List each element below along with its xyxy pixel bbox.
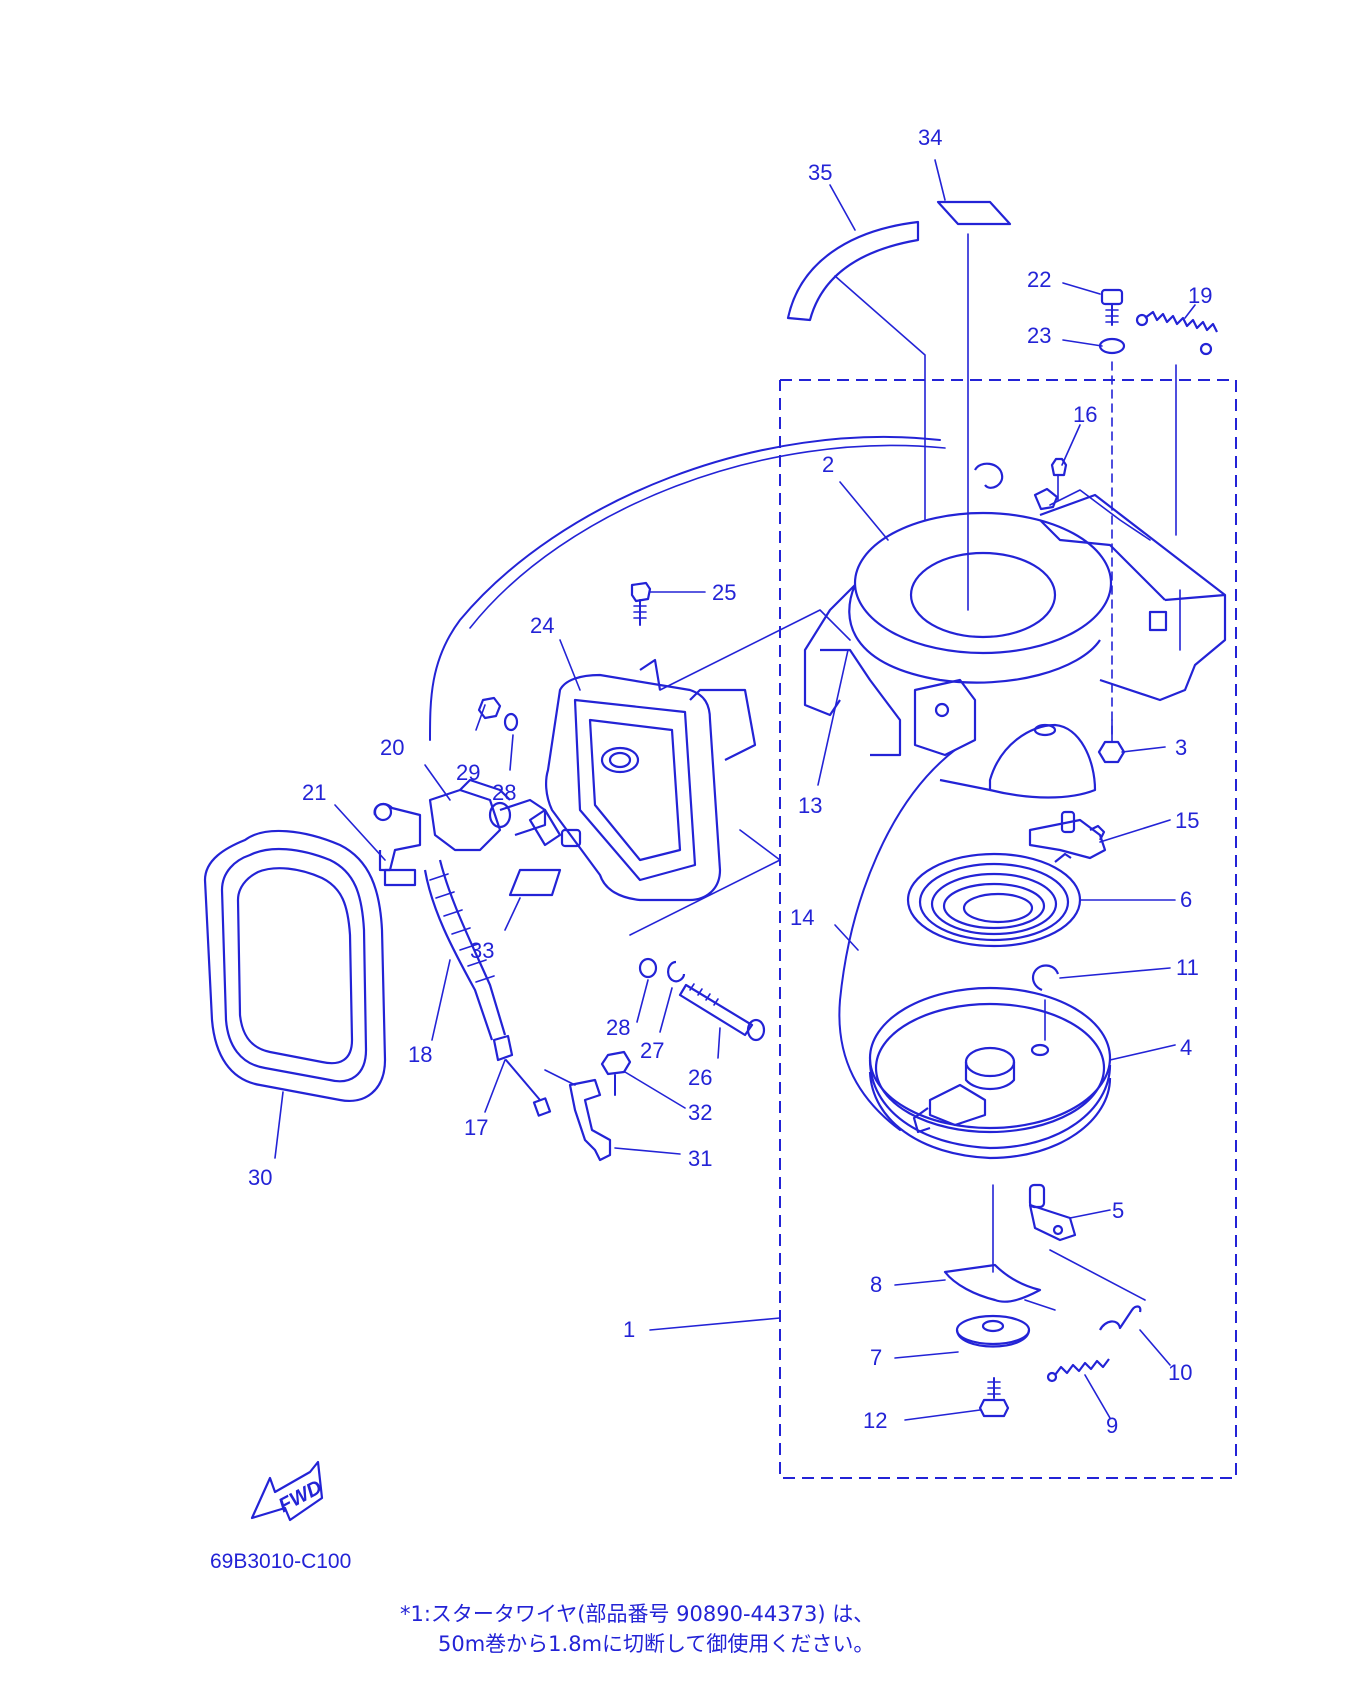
part-28-washer-upper [503,712,519,732]
callout-6: 6 [1180,887,1192,912]
part-30-frame [203,829,387,1103]
callout-4: 4 [1180,1035,1192,1060]
callout-34: 34 [918,125,942,150]
callout-27: 27 [640,1038,664,1063]
callout-7: 7 [870,1345,882,1370]
callout-5: 5 [1112,1198,1124,1223]
callout-31: 31 [688,1146,712,1171]
part-7-cap [955,1314,1031,1348]
part-11-circlip [1031,964,1060,1041]
assembly-boundary [779,379,1237,1479]
part-33-label [508,868,562,897]
part-3-nut [1097,719,1126,764]
callout-28-upper: 28 [492,780,516,805]
diagram-code: 69B3010-C100 [210,1550,351,1573]
part-27-clip [666,960,686,983]
callout-17: 17 [464,1115,488,1140]
callout-22: 22 [1027,267,1051,292]
part-15-lever [1028,810,1107,860]
callout-28-lower: 28 [606,1015,630,1040]
part-2-starter-housing [803,457,1227,799]
leader-28-27-26 [629,829,781,936]
callout-32: 32 [688,1100,712,1125]
leader-lines [274,159,1196,1421]
callout-30: 30 [248,1165,272,1190]
callout-16: 16 [1073,402,1097,427]
footnote-line-1: *1:スタータワイヤ(部品番号 90890-44373) は、 [400,1602,875,1626]
part-35-handle [786,220,926,521]
part-34-label [936,200,1012,611]
callout-18: 18 [408,1042,432,1067]
callout-10: 10 [1168,1360,1192,1385]
callout-25: 25 [712,580,736,605]
fwd-label: FWD [275,1476,326,1517]
footnote-line-2: 50m巻から1.8mに切断して御使用ください。 [438,1632,875,1656]
callout-24: 24 [530,613,554,638]
callout-labels: 35 34 22 19 23 16 2 25 24 3 20 29 28 21 … [248,125,1212,1438]
part-23-washer [1098,337,1126,741]
callout-19: 19 [1188,283,1212,308]
part-5-pawl [1028,1183,1146,1301]
part-29-nut [477,696,502,720]
callout-2: 2 [822,452,834,477]
callout-29: 29 [456,760,480,785]
part-26-bolt [678,983,766,1042]
part-19-spring [1135,310,1218,536]
callout-35: 35 [808,160,832,185]
part-12-bolt [978,1377,1010,1418]
callout-15: 15 [1175,808,1199,833]
part-21-clip [373,802,422,887]
part-4-pulley [868,986,1112,1160]
callout-8: 8 [870,1272,882,1297]
callout-21: 21 [302,780,326,805]
part-18-cable [423,859,552,1117]
callout-14: 14 [790,905,814,930]
callout-26: 26 [688,1065,712,1090]
callout-12: 12 [863,1408,887,1433]
callout-33: 33 [470,938,494,963]
callout-23: 23 [1027,323,1051,348]
callout-3: 3 [1175,735,1187,760]
part-24-cover [528,658,757,902]
part-20-cable-holder [428,778,547,852]
part-28-washer-lower [638,957,658,979]
part-8-plate [943,1184,1056,1311]
callout-11: 11 [1176,955,1199,980]
starter-wire [429,436,956,1131]
part-31-bracket [544,1069,612,1162]
part-25-bolt [630,581,652,626]
leader-24-housing [659,609,851,691]
callout-13: 13 [798,793,822,818]
callout-1: 1 [623,1317,635,1342]
part-10-spring [1099,1305,1142,1331]
fwd-arrow-icon: FWD [250,1460,326,1522]
part-22-bolt [1100,288,1124,326]
callout-9: 9 [1106,1413,1118,1438]
part-32-bolt [600,1050,632,1096]
part-9-spring [1046,1358,1110,1383]
part-6-spiral-spring [906,852,1082,948]
callout-20: 20 [380,735,404,760]
